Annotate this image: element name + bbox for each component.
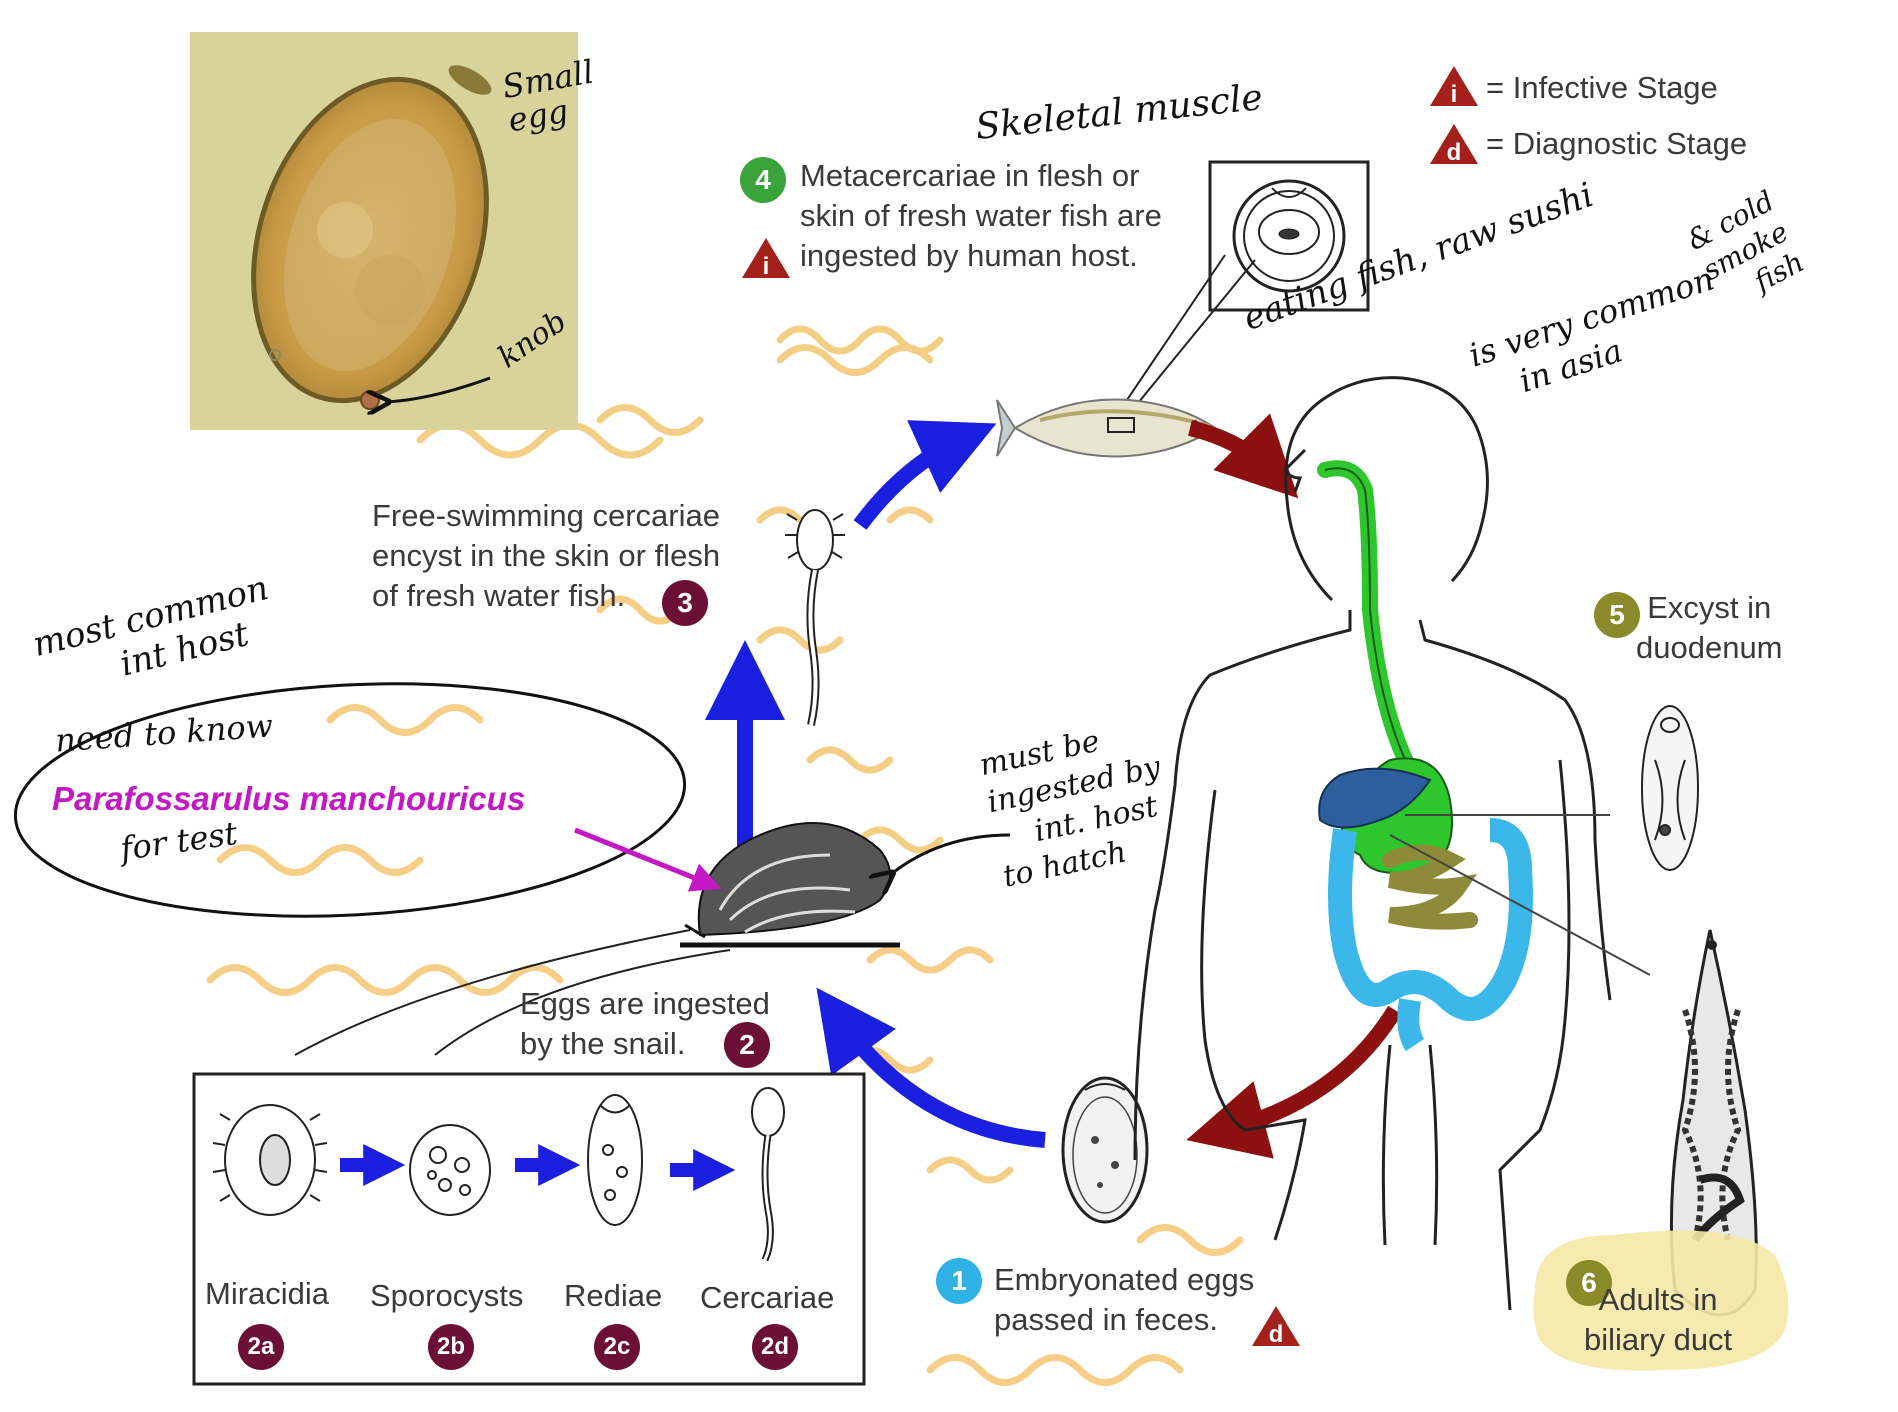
stage-badge-2a: 2a [238, 1324, 284, 1370]
stage-label-miracidia: Miracidia [205, 1276, 330, 1311]
human-body-figure [1133, 376, 1612, 1311]
svg-text:d: d [1447, 139, 1462, 166]
svg-text:i: i [763, 253, 770, 280]
step-1-badge: 1 [936, 1258, 982, 1304]
cycle-arrows [705, 413, 1402, 1159]
excysted-fluke-figure [1641, 705, 1699, 871]
species-arrow [574, 827, 722, 892]
must-be-arrow [890, 833, 1011, 875]
snail-icon [680, 822, 900, 948]
step-4-infective-icon: i [740, 236, 792, 280]
sporocyst-figure [409, 1124, 491, 1216]
water-waves [206, 325, 1244, 1386]
step-2-badge: 2 [724, 1022, 770, 1068]
legend-infective-label: = Infective Stage [1486, 70, 1718, 105]
stage-badge-2c: 2c [594, 1324, 640, 1370]
infective-stage-icon: i [1428, 64, 1480, 108]
redia-figure [587, 1094, 643, 1226]
stage-badge-2d: 2d [752, 1324, 798, 1370]
svg-text:i: i [1451, 81, 1458, 108]
step-4-badge: 4 [740, 157, 786, 203]
miracidium-figure [212, 1104, 328, 1216]
snail-stages-box [192, 1072, 866, 1386]
stage-label-sporocysts: Sporocysts [370, 1278, 524, 1313]
embryonated-egg-figure [1061, 1076, 1149, 1224]
snail-species-label: Parafossarulus manchouricus [52, 780, 526, 817]
digestive-tract [1317, 460, 1651, 1052]
cercaria-figure [785, 509, 845, 726]
diagnostic-stage-icon: d [1428, 122, 1480, 166]
svg-text:d: d [1269, 1321, 1284, 1348]
legend-diagnostic-label: = Diagnostic Stage [1486, 126, 1748, 161]
step-6-badge: 6 [1566, 1260, 1612, 1306]
step-3-badge: 3 [662, 580, 708, 626]
knob-arrow [385, 376, 491, 402]
stage-badge-2b: 2b [428, 1324, 474, 1370]
metacercaria-inset [1109, 160, 1370, 426]
cercaria-stage-figure [751, 1087, 785, 1262]
stage-label-rediae: Rediae [564, 1278, 663, 1313]
step-5-badge: 5 [1594, 592, 1640, 638]
adult-fluke-figure [1669, 929, 1758, 1317]
egg-micrograph-photo [190, 32, 578, 430]
snail-callout-lines [294, 929, 731, 1056]
fish-icon [996, 398, 1217, 458]
handwritten-ellipse [13, 682, 687, 918]
stage-label-cercariae: Cercariae [700, 1280, 835, 1315]
step-1-diagnostic-icon: d [1250, 1304, 1302, 1348]
